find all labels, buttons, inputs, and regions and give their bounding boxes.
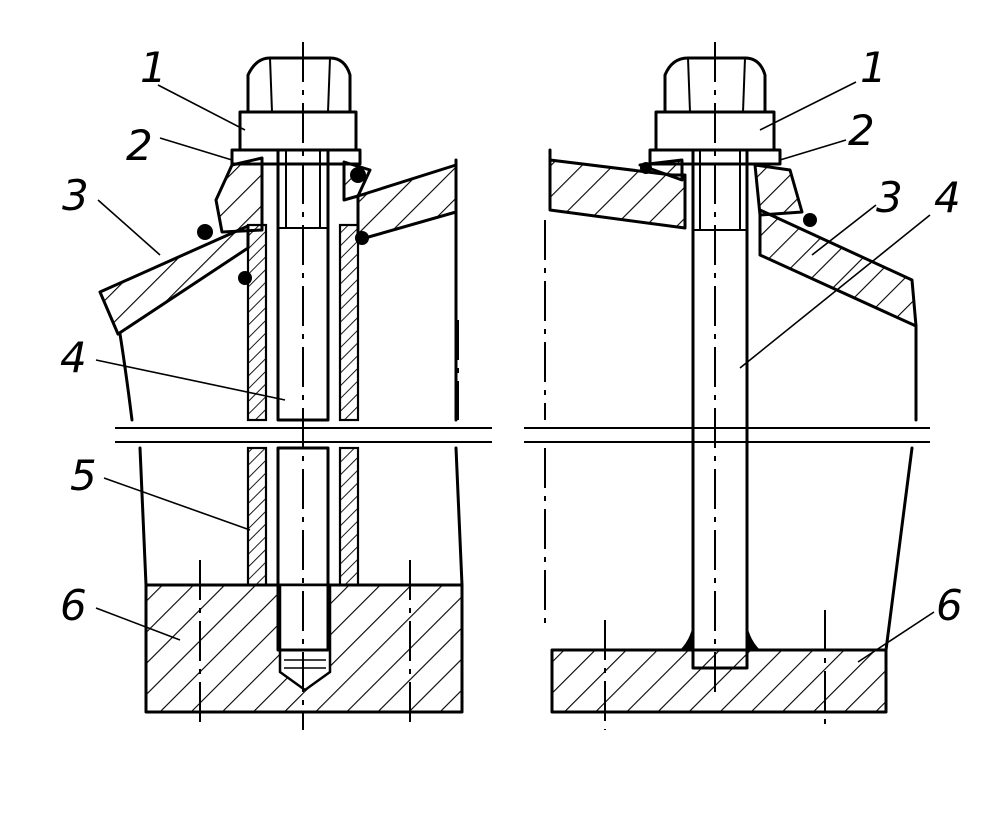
left-sleeve-wall-right [338,223,360,422]
left-tapped-hole [278,583,332,692]
right-callouts: 1 2 3 4 6 [739,43,963,663]
callout-left-3: 3 [62,171,89,220]
right-boss [753,163,804,217]
callout-right-1: 1 [860,43,887,92]
right-base-plate [550,648,888,714]
callout-left-1: 1 [140,43,167,92]
callout-left-5: 5 [70,451,97,500]
left-sleeve-wall-left [246,223,268,422]
callout-left-4: 4 [60,333,87,382]
callout-left-2: 2 [126,121,153,170]
right-view [524,42,930,730]
left-cover-plate [98,224,250,336]
callout-right-6: 6 [936,581,963,630]
left-view [98,42,492,730]
callout-right-3: 3 [876,173,903,222]
right-nut-top [663,56,767,114]
callout-right-4: 4 [934,173,961,222]
callout-left-6: 6 [60,581,87,630]
left-callouts: 1 2 3 4 5 6 [60,43,286,641]
left-nut-base [238,110,358,152]
right-cover-plate-right [758,208,918,328]
left-boss [214,156,264,234]
right-bolt-shank [691,148,749,670]
left-nut-top [246,56,352,114]
callout-right-2: 2 [848,106,875,155]
